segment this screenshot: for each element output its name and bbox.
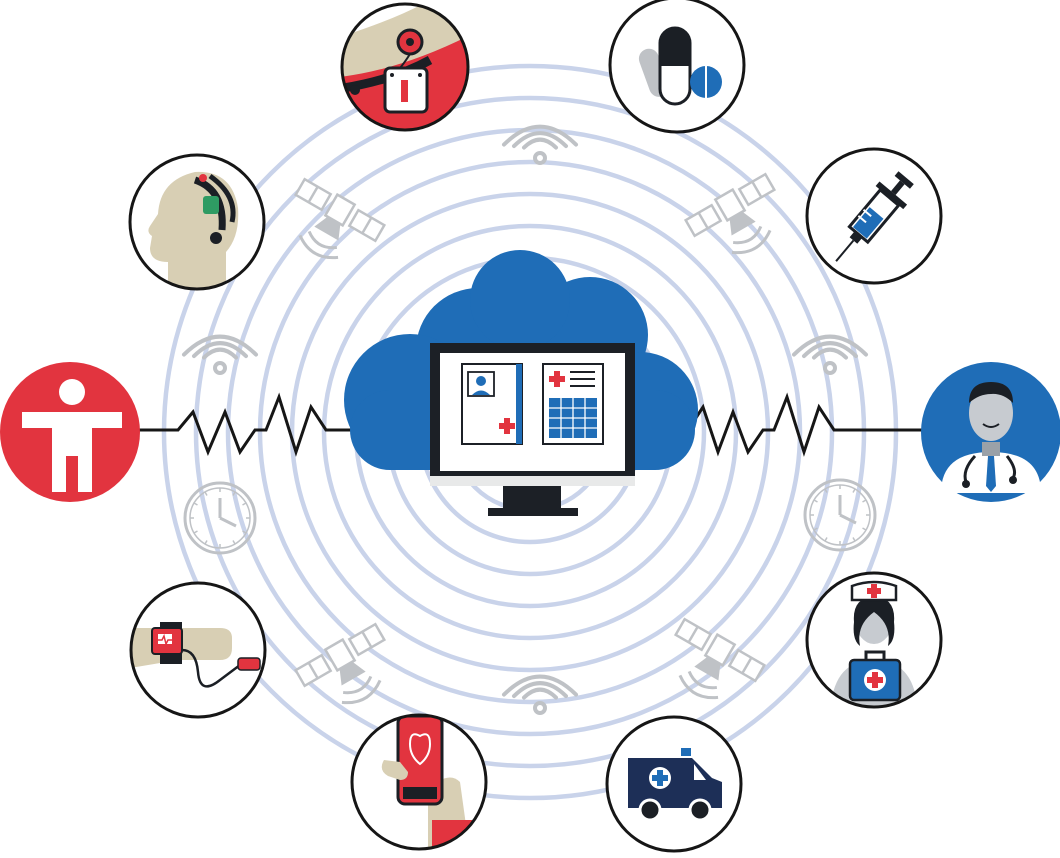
signal-ring bbox=[193, 95, 867, 769]
smartphone-heart-icon bbox=[350, 713, 488, 851]
patient-icon bbox=[0, 362, 140, 502]
wifi-icon bbox=[502, 674, 578, 715]
satellite-icon bbox=[293, 177, 387, 260]
pulse-line-left bbox=[138, 392, 352, 457]
satellite-icon bbox=[683, 172, 777, 255]
wearable-patch-icon bbox=[340, 2, 470, 132]
satellite-icon bbox=[673, 617, 767, 700]
signal-ring bbox=[161, 63, 899, 801]
signal-ring bbox=[257, 159, 803, 705]
satellite-icon bbox=[293, 622, 387, 705]
capsule-pill-icon bbox=[608, 0, 746, 134]
clock-icon bbox=[183, 481, 257, 555]
doctor-icon bbox=[921, 362, 1060, 502]
clock-icon bbox=[803, 478, 877, 552]
ambulance-icon bbox=[605, 715, 743, 853]
wifi-icon bbox=[792, 334, 868, 375]
cloud-computer-icon bbox=[344, 250, 698, 516]
wrist-monitor-icon bbox=[129, 581, 267, 719]
pulse-line-right bbox=[636, 392, 925, 457]
signal-ring bbox=[321, 223, 739, 641]
signal-ring bbox=[289, 191, 771, 673]
wifi-icon bbox=[502, 124, 578, 165]
syringe-icon bbox=[805, 147, 943, 285]
head-sensor-icon bbox=[128, 153, 266, 291]
connectivity-icons bbox=[182, 124, 877, 715]
nurse-icon bbox=[805, 571, 943, 709]
wifi-icon bbox=[182, 334, 258, 375]
